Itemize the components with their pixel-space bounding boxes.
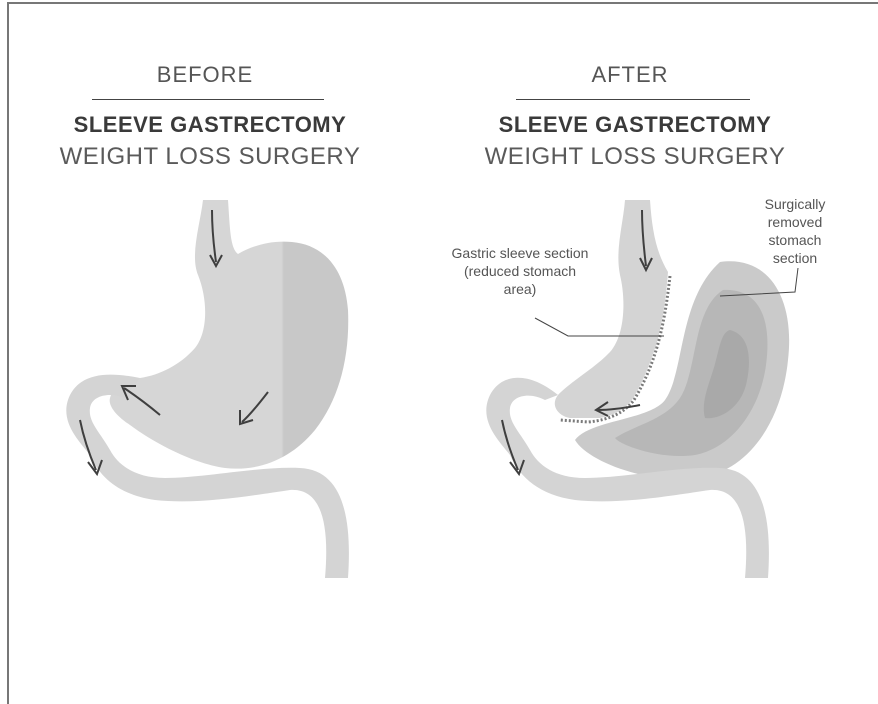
after-stomach-illustration [420, 0, 878, 635]
after-panel: AFTER SLEEVE GASTRECTOMY WEIGHT LOSS SUR… [420, 0, 830, 635]
before-panel: BEFORE SLEEVE GASTRECTOMY WEIGHT LOSS SU… [0, 0, 410, 635]
before-stomach-illustration [0, 0, 410, 635]
before-stomach-shape [110, 200, 349, 469]
gastric-sleeve-shape [555, 200, 668, 418]
